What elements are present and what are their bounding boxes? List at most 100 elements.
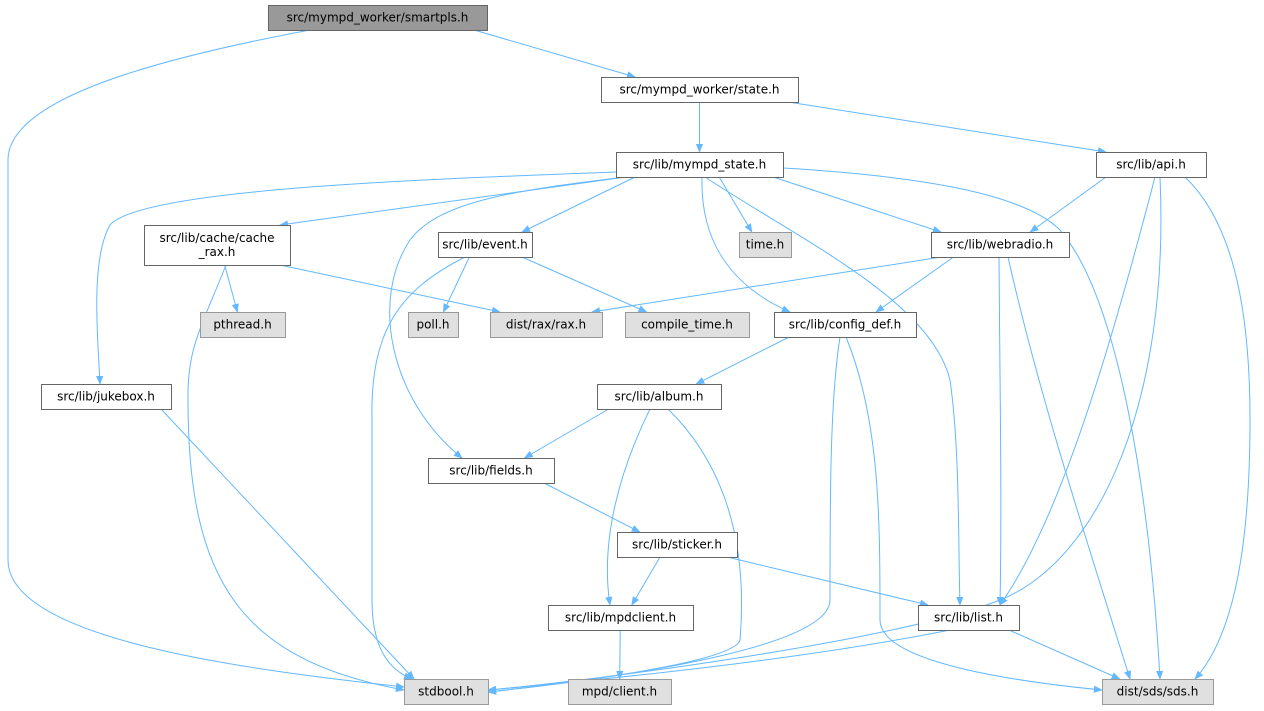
edge-event-to-compile_time xyxy=(521,256,648,313)
edge-sticker-to-mpdclient xyxy=(631,556,661,606)
edge-smartpls-to-stdbool xyxy=(7,29,405,690)
node-pthread: pthread.h xyxy=(200,312,286,338)
node-stdbool: stdbool.h xyxy=(404,679,489,705)
edge-webradio-to-config_def xyxy=(875,256,954,313)
node-label: pthread.h xyxy=(213,318,271,332)
node-box xyxy=(408,312,459,338)
node-smartpls[interactable]: src/mympd_worker/smartpls.h xyxy=(268,5,488,31)
node-cache-rax[interactable]: src/lib/cache/cache_rax.h xyxy=(144,225,291,266)
node-box xyxy=(617,532,738,558)
node-label: src/lib/fields.h xyxy=(449,464,532,478)
edge-mympd_state-to-list xyxy=(704,176,964,606)
node-label: src/lib/list.h xyxy=(934,611,1003,625)
edge-config_def-to-sds xyxy=(845,336,1103,693)
node-box xyxy=(200,312,286,338)
node-compile-time: compile_time.h xyxy=(625,312,750,338)
node-label: dist/rax/rax.h xyxy=(506,318,586,332)
node-poll: poll.h xyxy=(408,312,459,338)
node-label: mpd/client.h xyxy=(582,685,657,699)
edge-sticker-to-list xyxy=(726,556,929,607)
node-box xyxy=(1096,152,1207,178)
edge-mympd_state-to-event xyxy=(521,176,636,233)
node-jukebox[interactable]: src/lib/jukebox.h xyxy=(41,384,172,410)
node-webradio[interactable]: src/lib/webradio.h xyxy=(931,232,1070,258)
node-label: src/mympd_worker/state.h xyxy=(619,83,779,97)
edge-webradio-to-list xyxy=(996,256,1004,606)
edge-smartpls-to-state xyxy=(473,29,636,79)
node-state[interactable]: src/mympd_worker/state.h xyxy=(601,77,799,103)
node-label: src/lib/event.h xyxy=(442,238,528,252)
node-mpd-client: mpd/client.h xyxy=(568,679,672,705)
node-box xyxy=(625,312,750,338)
node-label: src/lib/album.h xyxy=(615,390,704,404)
node-label: src/lib/mpdclient.h xyxy=(565,611,676,625)
edge-album-to-fields xyxy=(523,408,609,459)
edge-api-to-sds xyxy=(1184,176,1251,680)
node-event[interactable]: src/lib/event.h xyxy=(438,232,533,258)
node-box xyxy=(918,605,1020,631)
nodes-layer: src/mympd_worker/smartpls.h src/mympd_wor… xyxy=(41,5,1214,705)
node-box xyxy=(438,232,533,258)
node-box xyxy=(774,312,917,338)
node-label: time.h xyxy=(746,238,785,252)
node-box xyxy=(41,384,172,410)
node-api[interactable]: src/lib/api.h xyxy=(1096,152,1207,178)
edge-mympd_state-to-webradio xyxy=(772,176,942,233)
node-mympd-state[interactable]: src/lib/mympd_state.h xyxy=(616,152,784,178)
node-mpdclient[interactable]: src/lib/mpdclient.h xyxy=(548,605,694,631)
node-album[interactable]: src/lib/album.h xyxy=(597,384,722,410)
node-box xyxy=(428,458,555,484)
node-label: dist/sds/sds.h xyxy=(1117,685,1199,699)
edge-event-to-stdbool xyxy=(371,256,466,680)
node-box xyxy=(739,232,792,258)
node-label: src/lib/sticker.h xyxy=(632,538,722,552)
edge-config_def-to-album xyxy=(695,336,790,385)
node-time: time.h xyxy=(739,232,792,258)
node-label: poll.h xyxy=(416,318,449,332)
node-label: src/lib/cache/cache xyxy=(159,231,274,245)
node-label: src/lib/jukebox.h xyxy=(57,390,155,404)
node-box xyxy=(601,77,799,103)
edge-webradio-to-rax xyxy=(591,256,942,315)
edge-event-to-poll xyxy=(442,256,470,313)
node-label: src/lib/mympd_state.h xyxy=(633,158,766,172)
edge-api-to-webradio xyxy=(1029,176,1107,233)
node-config-def[interactable]: src/lib/config_def.h xyxy=(774,312,917,338)
edge-mympd_state-to-jukebox xyxy=(96,171,617,385)
node-box xyxy=(1102,679,1214,705)
edge-jukebox-to-stdbool xyxy=(160,408,415,680)
edge-mympd_state-to-config_def xyxy=(701,176,791,313)
node-sds: dist/sds/sds.h xyxy=(1102,679,1214,705)
node-label: src/lib/api.h xyxy=(1116,158,1186,172)
node-box xyxy=(931,232,1070,258)
node-box xyxy=(144,225,291,266)
edges-layer xyxy=(7,29,1251,695)
edge-mympd_state-to-cache_rax xyxy=(279,176,627,228)
edge-cache_rax-to-rax xyxy=(279,264,501,314)
edge-mympd_state-to-fields xyxy=(389,176,626,459)
edge-album-to-stdbool xyxy=(487,408,743,695)
node-label: src/lib/webradio.h xyxy=(947,238,1054,252)
edge-list-to-stdbool xyxy=(487,629,951,693)
node-box xyxy=(597,384,722,410)
node-box xyxy=(268,5,488,31)
edge-fields-to-sticker xyxy=(543,482,641,533)
edge-state-to-api xyxy=(787,101,1107,155)
node-label: stdbool.h xyxy=(418,685,474,699)
node-rax: dist/rax/rax.h xyxy=(490,312,603,338)
edge-list-to-sds xyxy=(1008,629,1121,680)
node-box xyxy=(616,152,784,178)
edge-album-to-mpdclient xyxy=(605,408,651,606)
edge-mympd_state-to-time xyxy=(718,176,753,233)
edge-api-to-list xyxy=(999,176,1156,606)
node-list[interactable]: src/lib/list.h xyxy=(918,605,1020,631)
node-box xyxy=(404,679,489,705)
node-box xyxy=(490,312,603,338)
edge-mpdclient-to-mpd_client xyxy=(616,629,624,680)
node-fields[interactable]: src/lib/fields.h xyxy=(428,458,555,484)
node-sticker[interactable]: src/lib/sticker.h xyxy=(617,532,738,558)
node-label: src/mympd_worker/smartpls.h xyxy=(287,11,469,25)
node-label: _rax.h xyxy=(198,245,236,259)
edge-cache_rax-to-pthread xyxy=(224,264,239,313)
